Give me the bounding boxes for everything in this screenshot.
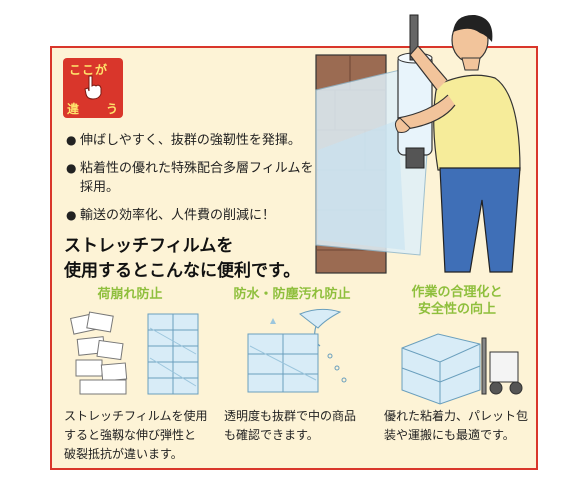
bullet-item: ● 粘着性の優れた特殊配合多層フィルムを採用。 <box>66 161 314 195</box>
feature-bullets: ● 伸ばしやすく、抜群の強靭性を発揮。 ● 粘着性の優れた特殊配合多層フィルムを… <box>66 131 336 234</box>
efficiency-illustration <box>401 333 523 405</box>
badge-top-text: ここが <box>69 63 109 77</box>
badge-bottom-text: 違 う <box>67 102 119 116</box>
pointing-hand-icon <box>84 75 102 100</box>
bullet-item: ● 伸ばしやすく、抜群の強靭性を発揮。 <box>66 133 301 148</box>
column-title-waterproof: 防水・防塵汚れ防止 <box>233 287 351 302</box>
column-text-collapse-prevention: ストレッチフィルムを使用 すると強靱な伸び弾性と 破裂抵抗が違います。 <box>64 409 208 461</box>
column-title-collapse-prevention: 荷崩れ防止 <box>97 287 163 302</box>
column-text-efficiency: 優れた粘着力、パレット包 装や運搬にも最適です。 <box>384 409 529 442</box>
column-text-waterproof: 透明度も抜群で中の商品 も確認できます。 <box>224 409 357 442</box>
waterproof-illustration <box>247 308 347 393</box>
column-title-efficiency: 作業の合理化と 安全性の向上 <box>411 285 503 317</box>
badge-here-different: ここが 違 う <box>63 58 123 118</box>
headline: ストレッチフィルムを 使用するとこんなに便利です。 <box>64 236 301 281</box>
bullet-item: ● 輸送の効率化、人件費の削減に！ <box>66 208 276 223</box>
collapse-prevention-illustration <box>69 311 199 395</box>
